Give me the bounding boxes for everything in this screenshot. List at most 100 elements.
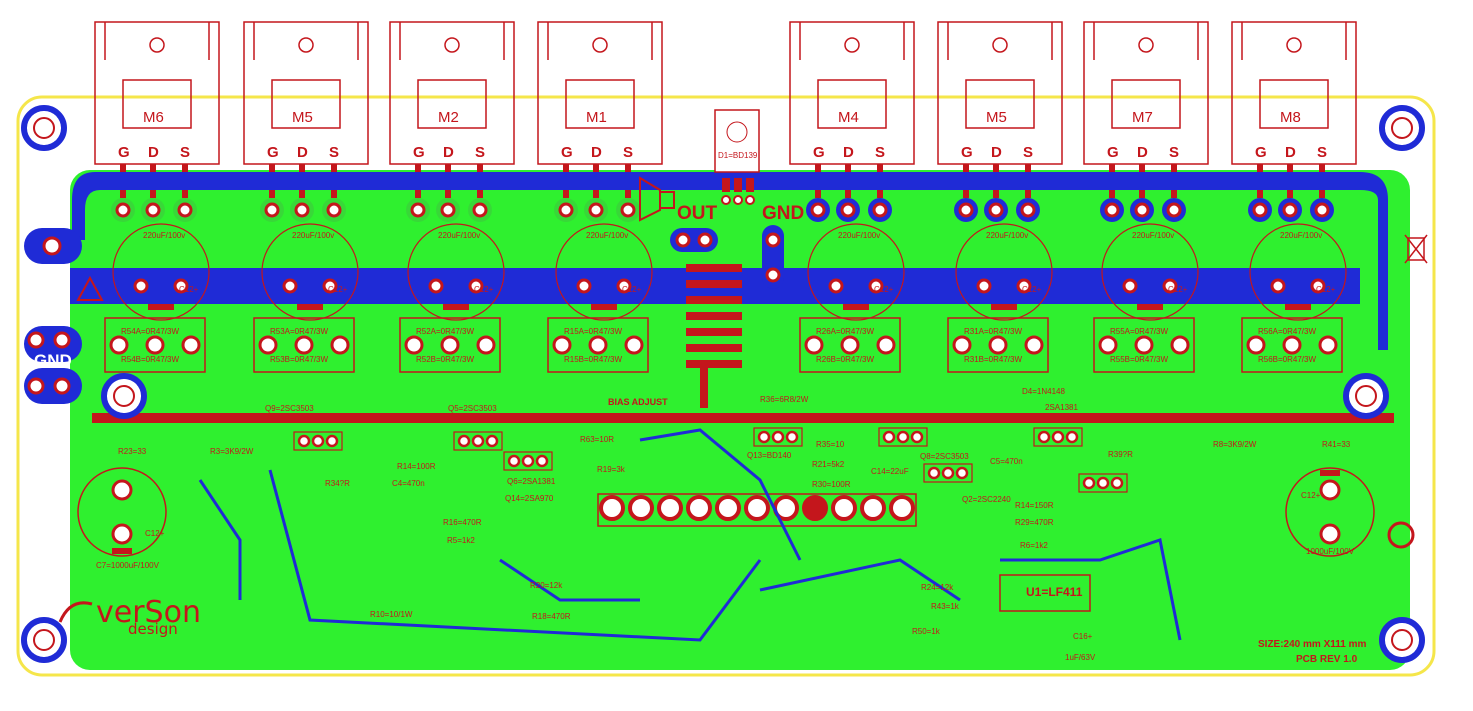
mounting-hole-3 bbox=[21, 617, 67, 663]
gnd-supply-label: GND bbox=[34, 351, 72, 370]
resistor-bottom-label-1: R54B=0R47/3W bbox=[121, 355, 180, 364]
emitter-resistor-block-3 bbox=[399, 317, 501, 373]
resistor-top-label-4: R15A=0R47/3W bbox=[564, 327, 623, 336]
sensor-label: D1=BD139 bbox=[718, 151, 758, 160]
q14-label: Q14=2SA970 bbox=[505, 494, 554, 503]
multiturn-trimmer-row bbox=[597, 493, 917, 527]
mosfet-package-8 bbox=[1231, 21, 1357, 222]
resistor-top-label-3: R52A=0R47/3W bbox=[416, 327, 475, 336]
q9-label: Q9=2SC3503 bbox=[265, 404, 314, 413]
resistor-bottom-label-5: R26B=0R47/3W bbox=[816, 355, 875, 364]
signal-trace-1 bbox=[268, 469, 762, 642]
channel-cap-ref-1: C12+ bbox=[179, 285, 199, 294]
driver-transistor-7 bbox=[1033, 427, 1083, 447]
mosfet-pin-d-5: D bbox=[843, 144, 854, 161]
channel-cap-ref-2: C12+ bbox=[328, 285, 348, 294]
gnd-top-label: GND bbox=[762, 203, 805, 224]
r5-label: R5=1k2 bbox=[447, 536, 475, 545]
mosfet-name-8: M8 bbox=[1280, 109, 1301, 126]
output-channels bbox=[104, 223, 1347, 373]
mosfet-name-3: M2 bbox=[438, 109, 459, 126]
channel-cap-ref-6: C12+ bbox=[1022, 285, 1042, 294]
emitter-resistor-block-2 bbox=[253, 317, 355, 373]
mosfet-package-1 bbox=[94, 21, 220, 222]
c5-label: C5=470n bbox=[990, 457, 1023, 466]
mounting-hole-2 bbox=[1379, 105, 1425, 151]
mosfet-pin-g-6: G bbox=[961, 144, 973, 161]
emitter-resistor-block-4 bbox=[547, 317, 649, 373]
mosfet-name-1: M6 bbox=[143, 109, 164, 126]
channel-cap-ref-8: C12+ bbox=[1316, 285, 1336, 294]
c7-capacitor-outline bbox=[77, 467, 167, 557]
signal-trace-2 bbox=[639, 428, 802, 561]
signal-trace-6 bbox=[499, 558, 640, 602]
board-outline bbox=[16, 95, 1436, 677]
pcb-revision-label: PCB REV 1.0 bbox=[1296, 654, 1358, 665]
signal-trace-5 bbox=[759, 558, 961, 602]
channel-cap-ref-7: C12+ bbox=[1168, 285, 1188, 294]
c7-label: C7=1000uF/100V bbox=[96, 561, 159, 570]
mosfet-package-7 bbox=[1083, 21, 1209, 222]
mosfet-name-6: M5 bbox=[986, 109, 1007, 126]
lf411-chip-outline bbox=[999, 574, 1091, 612]
mosfet-pin-d-3: D bbox=[443, 144, 454, 161]
channel-cap-label-3: 220uF/100v bbox=[438, 231, 481, 240]
q2-label: Q2=2SC2240 bbox=[962, 495, 1011, 504]
mosfet-name-5: M4 bbox=[838, 109, 859, 126]
r43-label: R43=1k bbox=[931, 602, 959, 611]
driver-transistor-2 bbox=[453, 431, 503, 451]
r29-label: R29=470R bbox=[1015, 518, 1054, 527]
mosfet-pin-d-6: D bbox=[991, 144, 1002, 161]
r30-label: R30=100R bbox=[812, 480, 851, 489]
r50-label: R50=1k bbox=[912, 627, 940, 636]
u1-label: U1=LF411 bbox=[1026, 585, 1083, 599]
emitter-resistor-block-8 bbox=[1241, 317, 1343, 373]
channel-capacitor-3 bbox=[407, 223, 505, 321]
emitter-resistor-block-5 bbox=[799, 317, 901, 373]
channel-capacitor-2 bbox=[261, 223, 359, 321]
r23-label: R23=33 bbox=[118, 447, 147, 456]
mosfet-pin-s-7: S bbox=[1169, 144, 1180, 161]
emitter-resistor-block-6 bbox=[947, 317, 1049, 373]
channel-capacitor-7 bbox=[1101, 223, 1199, 321]
channel-cap-ref-3: C12+ bbox=[474, 285, 494, 294]
mosfet-pin-g-2: G bbox=[267, 144, 279, 161]
mosfet-pin-d-1: D bbox=[148, 144, 159, 161]
r6-label: R6=1k2 bbox=[1020, 541, 1048, 550]
out-label: OUT bbox=[677, 203, 718, 224]
driver-transistor-5 bbox=[878, 427, 928, 447]
brand-name: verSon bbox=[96, 595, 201, 630]
r3-label: R3=3K9/2W bbox=[210, 447, 254, 456]
mosfet-pin-s-1: S bbox=[180, 144, 191, 161]
channel-cap-label-6: 220uF/100v bbox=[986, 231, 1029, 240]
mosfet-name-4: M1 bbox=[586, 109, 607, 126]
channel-cap-label-5: 220uF/100v bbox=[838, 231, 881, 240]
signal-trace-4 bbox=[198, 479, 242, 600]
q5-label: Q5=2SC3503 bbox=[448, 404, 497, 413]
mosfet-name-7: M7 bbox=[1132, 109, 1153, 126]
mosfet-pin-s-5: S bbox=[875, 144, 886, 161]
r18-label: R18=470R bbox=[532, 612, 571, 621]
resistor-bottom-label-8: R56B=0R47/3W bbox=[1258, 355, 1317, 364]
r10-label: R10=10/1W bbox=[370, 610, 413, 619]
channel-cap-label-2: 220uF/100v bbox=[292, 231, 335, 240]
q6-label: Q6=2SA1381 bbox=[507, 477, 556, 486]
driver-transistor-6 bbox=[923, 463, 973, 483]
mosfet-pin-s-6: S bbox=[1023, 144, 1034, 161]
channel-cap-label-4: 220uF/100v bbox=[586, 231, 629, 240]
r63-label: R63=10R bbox=[580, 435, 615, 444]
r39-label: R39?R bbox=[1108, 450, 1133, 459]
negative-rail-trace bbox=[72, 172, 1388, 350]
channel-cap-label-7: 220uF/100v bbox=[1132, 231, 1175, 240]
channel-cap-ref-4: C12+ bbox=[622, 285, 642, 294]
mosfet-pin-g-8: G bbox=[1255, 144, 1267, 161]
mosfet-name-2: M5 bbox=[292, 109, 313, 126]
c12-right-label: C12+ bbox=[1301, 491, 1321, 500]
resistor-bottom-label-7: R55B=0R47/3W bbox=[1110, 355, 1169, 364]
resistor-top-label-2: R53A=0R47/3W bbox=[270, 327, 329, 336]
c12-left-label: C12+ bbox=[145, 529, 165, 538]
gnd-supply-pad bbox=[24, 368, 82, 404]
bias-adjust-label: BIAS ADJUST bbox=[608, 397, 668, 407]
resistor-bottom-label-3: R52B=0R47/3W bbox=[416, 355, 475, 364]
